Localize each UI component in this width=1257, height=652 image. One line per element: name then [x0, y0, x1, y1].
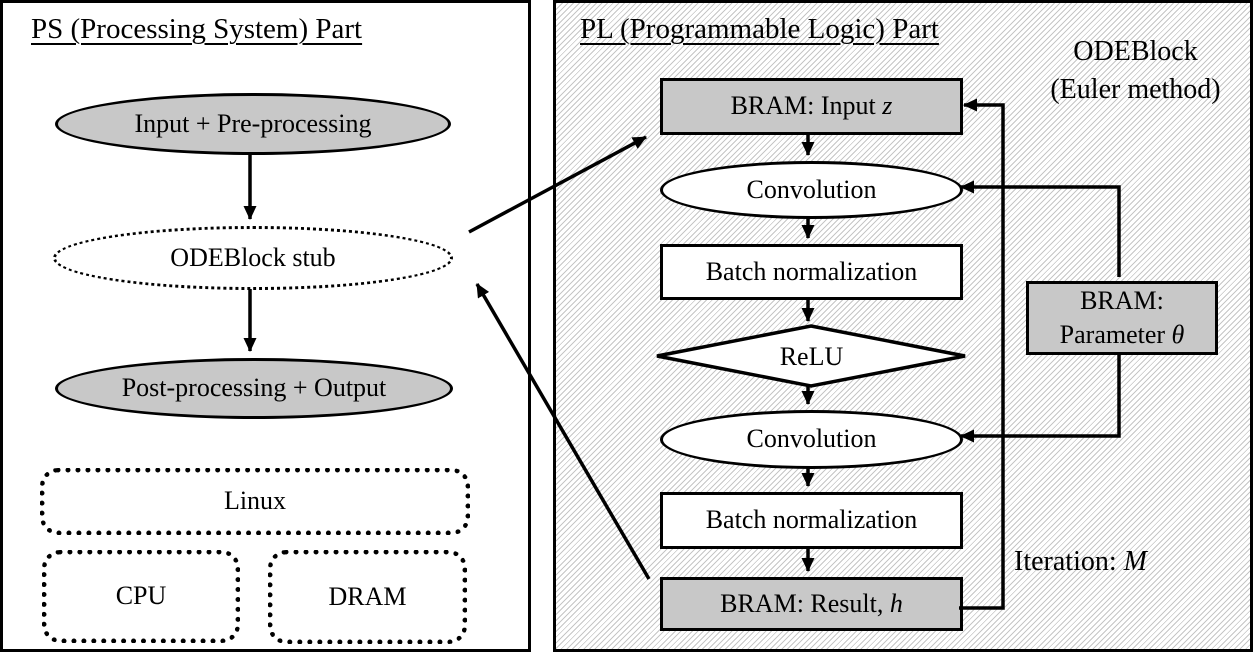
node-dram-label: DRAM [328, 581, 407, 611]
node-input-preprocessing: Input + Pre-processing [55, 93, 451, 155]
node-linux: Linux [40, 468, 470, 535]
relu-diamond-shape [656, 324, 966, 388]
node-odeblock-stub: ODEBlock stub [53, 226, 453, 290]
node-convolution-1-label: Convolution [746, 174, 877, 204]
node-odeblock-stub-label: ODEBlock stub [170, 242, 336, 272]
node-relu-label: ReLU [779, 341, 844, 371]
node-convolution-1: Convolution [660, 161, 963, 219]
node-bram-parameter-line2: Parameter θ [1059, 320, 1185, 349]
node-convolution-2: Convolution [660, 410, 963, 469]
pl-panel: PL (Programmable Logic) Part ODEBlock (E… [553, 0, 1253, 652]
node-dram: DRAM [268, 550, 467, 644]
node-bram-parameter-line1: BRAM: [1080, 286, 1164, 315]
node-bram-result: BRAM: Result, h [660, 577, 963, 631]
node-batchnorm-2-label: Batch normalization [705, 505, 918, 535]
node-convolution-2-label: Convolution [746, 424, 877, 454]
node-cpu-label: CPU [115, 581, 167, 611]
node-input-preprocessing-label: Input + Pre-processing [134, 108, 372, 138]
odeblock-caption-line1: ODEBlock [1073, 36, 1198, 67]
node-bram-result-label: BRAM: Result, h [720, 588, 903, 618]
ps-panel-title: PS (Processing System) Part [31, 13, 363, 45]
node-linux-label: Linux [223, 486, 287, 516]
iteration-count-label: Iteration: M [1014, 546, 1147, 577]
node-cpu: CPU [42, 550, 240, 643]
relu-diamond-outline [656, 324, 966, 388]
ps-panel: PS (Processing System) Part Input + Pre-… [0, 0, 531, 652]
node-bram-input: BRAM: Input z [660, 78, 963, 135]
pl-panel-title: PL (Programmable Logic) Part [580, 13, 939, 45]
node-bram-parameter: BRAM: Parameter θ [1026, 281, 1218, 355]
odeblock-caption-line2: (Euler method) [1050, 74, 1221, 105]
node-postprocessing-output: Post-processing + Output [55, 358, 453, 419]
node-batchnorm-1-label: Batch normalization [705, 256, 918, 286]
node-relu: ReLU [660, 328, 963, 386]
node-bram-input-label: BRAM: Input z [730, 91, 893, 121]
node-postprocessing-output-label: Post-processing + Output [121, 373, 387, 403]
odeblock-euler-caption: ODEBlock (Euler method) [1018, 33, 1253, 109]
node-batchnorm-1: Batch normalization [660, 244, 963, 300]
node-batchnorm-2: Batch normalization [660, 492, 963, 549]
